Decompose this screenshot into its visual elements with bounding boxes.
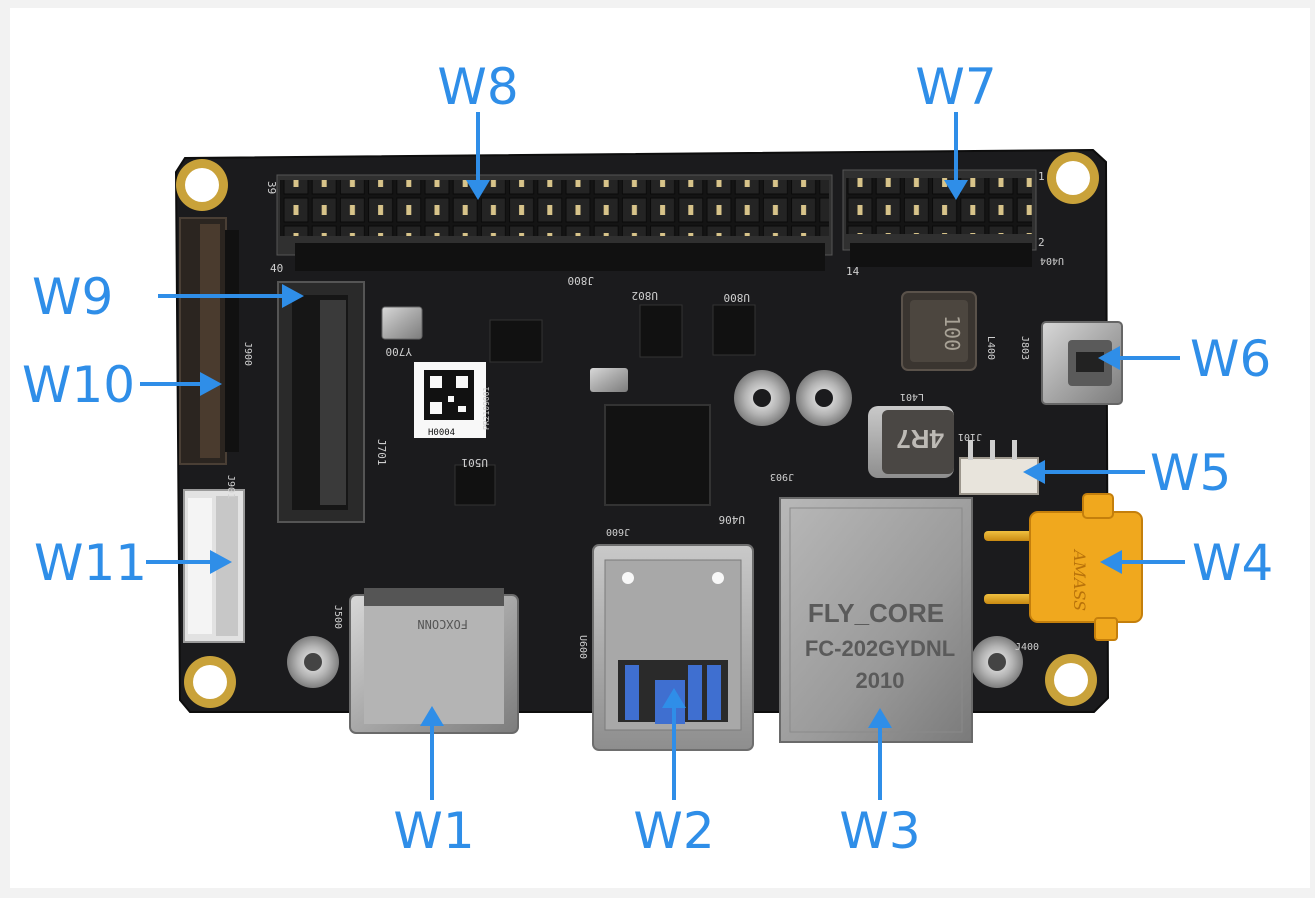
ref-l400: L400 xyxy=(985,336,996,360)
xt30-power-connector xyxy=(984,493,1143,641)
hdmi-brand: FOXCONN xyxy=(417,617,468,631)
ref-u406: U406 xyxy=(719,513,746,526)
label-w5: W5 xyxy=(1150,444,1231,502)
inductor-small-text: 4R7 xyxy=(896,424,944,454)
ref-j800: J800 xyxy=(568,274,595,287)
pin-1-label: 1 xyxy=(1038,170,1045,183)
pin-39-label: 39 xyxy=(265,181,278,194)
rj45-text-line2: FC-202GYDNL xyxy=(805,636,955,661)
ref-j600: J600 xyxy=(606,526,630,537)
inductor-small xyxy=(868,406,954,478)
callout-arrows xyxy=(140,112,1185,800)
standoffs xyxy=(287,370,1023,688)
ref-j500: J500 xyxy=(332,605,343,629)
inductor-large-text: 100 xyxy=(940,315,964,351)
ref-y700: Y700 xyxy=(386,345,413,358)
label-w8: W8 xyxy=(437,58,518,116)
m2-slot xyxy=(277,281,365,523)
ref-u800: U800 xyxy=(724,291,751,304)
ref-u404: U404 xyxy=(1040,255,1064,266)
ref-u600: U600 xyxy=(577,635,588,659)
ref-j101: J101 xyxy=(958,431,982,442)
gpio-header-40pin xyxy=(276,174,833,271)
rj45-text-line3: 2010 xyxy=(856,668,905,693)
fpc-connector-top xyxy=(179,217,239,465)
ref-j400: J400 xyxy=(1015,642,1039,653)
rj45-text-line1: FLY_CORE xyxy=(808,598,944,628)
qr-label xyxy=(414,362,486,438)
label-w3: W3 xyxy=(839,802,920,860)
ref-j900: J900 xyxy=(242,342,253,366)
label-w6: W6 xyxy=(1190,330,1271,388)
label-w4: W4 xyxy=(1192,534,1273,592)
ic-chips xyxy=(454,304,756,506)
mounting-holes xyxy=(176,152,1099,708)
label-w9: W9 xyxy=(32,268,113,326)
ref-u802: U802 xyxy=(632,289,659,302)
jst-connector xyxy=(959,440,1039,495)
ref-u501: U501 xyxy=(462,456,489,469)
hdmi-port xyxy=(349,588,519,734)
label-w11: W11 xyxy=(34,534,147,592)
pin-40-label: 40 xyxy=(270,262,283,275)
ref-j901: J901 xyxy=(225,475,236,499)
ref-l401: L401 xyxy=(900,391,924,402)
label-w7: W7 xyxy=(915,58,996,116)
fpc-connector-bottom xyxy=(183,489,245,643)
rj45-ethernet-port xyxy=(779,497,973,743)
qr-caption: H0004 xyxy=(428,428,455,438)
pin-2-label: 2 xyxy=(1038,236,1045,249)
xt30-brand: AMASS xyxy=(1070,548,1089,611)
crystal-y700 xyxy=(381,306,423,340)
ref-j701: J701 xyxy=(375,439,388,466)
label-w1: W1 xyxy=(393,802,474,860)
ref-j903: J903 xyxy=(770,471,794,482)
pin-14-label: 14 xyxy=(846,265,860,278)
label-w10: W10 xyxy=(22,356,135,414)
header-14pin xyxy=(842,169,1037,267)
label-w2: W2 xyxy=(633,802,714,860)
micro-usb-port xyxy=(1041,321,1123,405)
inductor-large xyxy=(901,291,977,371)
qr-side-text: PR2109001 xyxy=(482,386,491,430)
ref-j803: J803 xyxy=(1019,336,1030,360)
